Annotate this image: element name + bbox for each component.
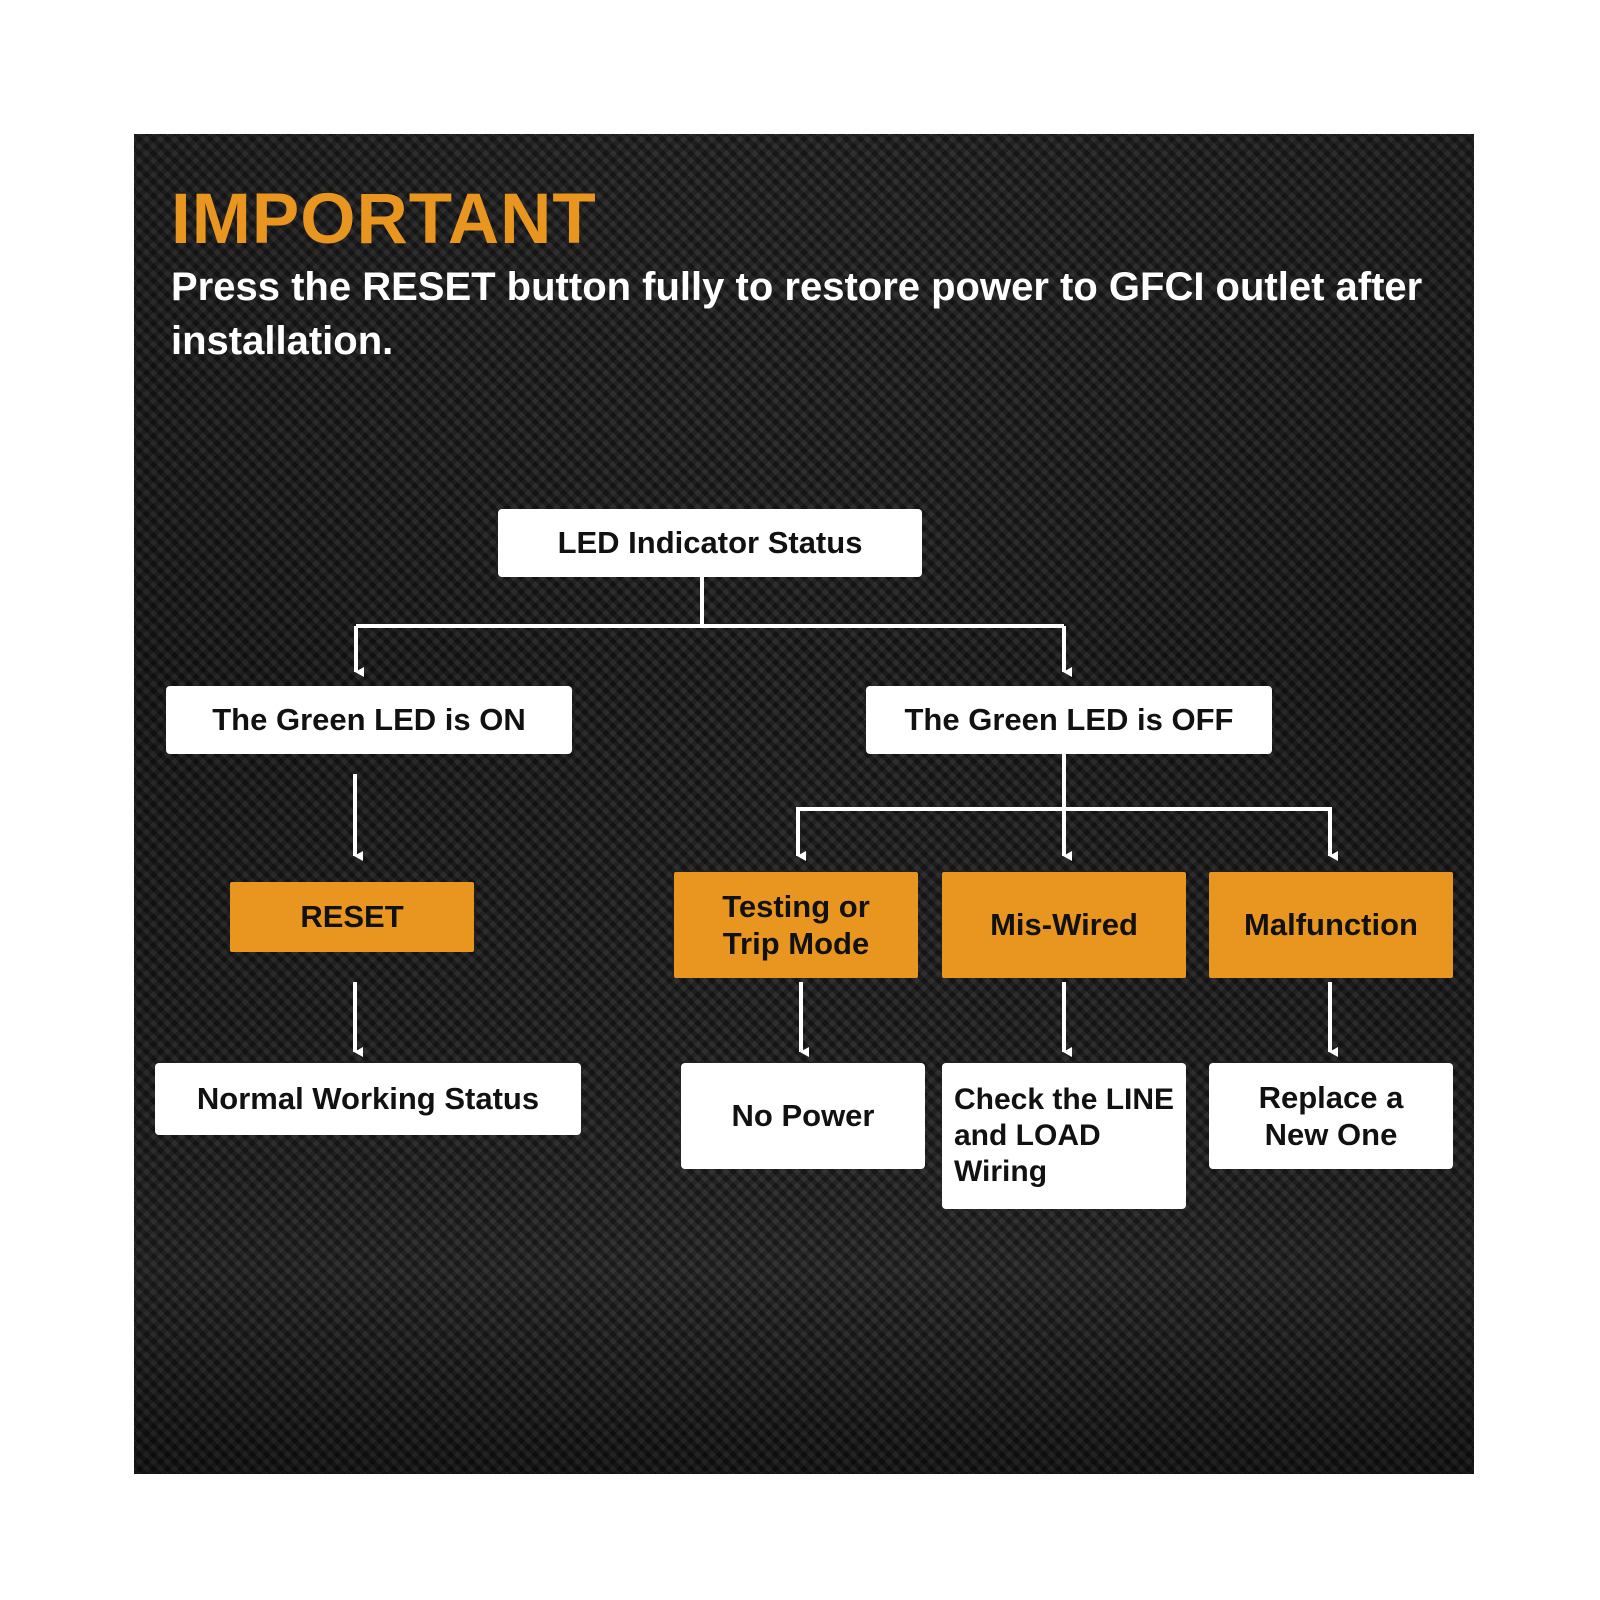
box-label: The Green LED is ON [212,702,526,738]
box-label: No Power [731,1098,875,1134]
box-malfunction: Malfunction [1209,872,1453,978]
box-label: RESET [300,899,404,935]
box-label: LED Indicator Status [557,525,863,561]
box-no-power: No Power [681,1063,925,1169]
page-title: IMPORTANT [171,180,597,259]
box-mis-wired: Mis-Wired [942,872,1186,978]
box-check-line-load-wiring: Check the LINE and LOAD Wiring [942,1063,1186,1209]
box-normal-working-status: Normal Working Status [155,1063,581,1135]
box-label: Check the LINE and LOAD Wiring [954,1083,1175,1188]
box-reset: RESET [230,882,474,952]
box-testing-trip-mode: Testing or Trip Mode [674,872,918,978]
carbon-panel: IMPORTANT Press the RESET button fully t… [134,134,1474,1474]
box-led-indicator-status: LED Indicator Status [498,509,922,577]
flowchart-connectors [353,565,1338,1057]
box-label: Replace a New One [1258,1079,1404,1152]
box-label: Malfunction [1244,907,1418,943]
box-label: Mis-Wired [990,907,1138,943]
box-replace-new-one: Replace a New One [1209,1063,1453,1169]
page-subtitle: Press the RESET button fully to restore … [171,265,1423,363]
box-green-led-on: The Green LED is ON [166,686,572,754]
box-label: Testing or Trip Mode [722,888,870,961]
box-label: Normal Working Status [196,1081,540,1117]
box-green-led-off: The Green LED is OFF [866,686,1272,754]
box-label: The Green LED is OFF [904,702,1234,738]
